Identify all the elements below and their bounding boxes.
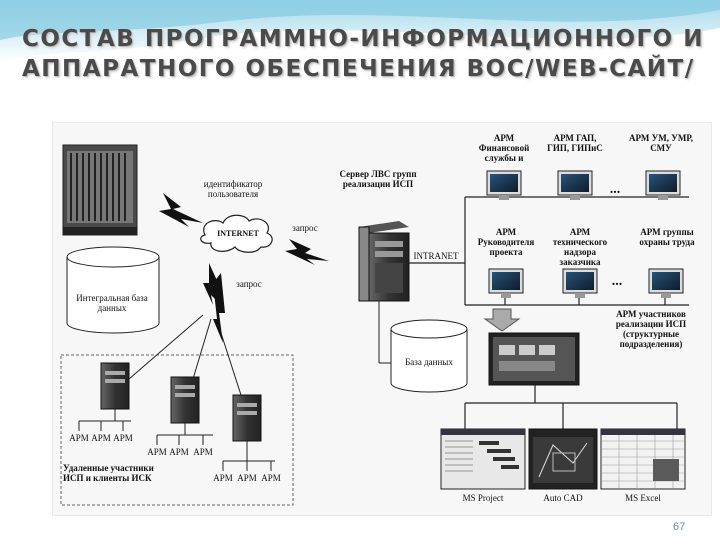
remote-participants-label: Удаленные участники ИСП и клиенты ИСК [63,463,154,483]
arm-remote-label: АРМ [91,433,111,443]
ellipsis-mid: ... [611,274,623,289]
ms-excel-label: MS Excel [625,493,661,503]
arm-gap-label: АРМ ГАП, ГИП, ГИПиС [547,133,603,153]
arm-remote-label: АРМ [237,473,257,483]
database-icon [390,319,468,393]
ms-project-label: MS Project [462,493,504,503]
monitor-icon [557,170,593,200]
page-number: 67 [673,521,686,533]
monitor-icon [488,268,524,298]
request-bottom-label: запрос [236,279,262,289]
architecture-diagram: идентификатор пользователя INTERNET запр… [52,122,712,516]
arm-remote-label: АРМ [169,447,189,457]
diagram-graphics [60,144,689,506]
internet-cloud-icon [200,214,273,253]
arm-finance-label: АРМ Финансовой службы и [478,133,530,163]
autocad-label: Auto CAD [543,493,583,503]
ms-excel-screenshot [600,428,686,490]
intranet-label: INTRANET [413,251,459,261]
slide-title-line-1: СОСТАВ ПРОГРАММНО-ИНФОРМАЦИОННОГО И [22,26,704,52]
autocad-screenshot [528,428,598,490]
ms-project-screenshot [440,428,526,490]
user-id-label: идентификатор пользователя [203,179,263,199]
request-top-label: запрос [292,223,318,233]
monitor-icon [648,268,684,298]
application-window [488,332,580,386]
internet-label: INTERNET [217,229,259,238]
remote-server-icon [170,376,200,424]
arm-remote-label: АРМ [69,433,89,443]
monitor-icon [486,170,522,200]
slide-title: СОСТАВ ПРОГРАММНО-ИНФОРМАЦИОННОГО И АППА… [22,24,704,84]
arm-remote-label: АРМ [147,447,167,457]
lan-server-icon [358,221,410,302]
arm-safety-label: АРМ группы охраны труда [639,227,695,247]
remote-server-icon [100,362,130,410]
remote-participants-area [60,354,294,506]
arm-participants-label: АРМ участников реализации ИСП (структурн… [615,309,687,349]
monitor-icon [645,170,681,200]
arm-remote-label: АРМ [213,473,233,483]
arm-manager-label: АРМ Руководителя проекта [477,227,535,257]
network-link-lines [213,273,225,343]
integral-db-label: Интегральная база данных [76,293,148,313]
header-wave [0,0,720,62]
remote-server-icon [232,394,262,442]
arm-remote-label: АРМ [193,447,213,457]
ellipsis-top: ... [609,182,621,197]
rack-server [62,144,138,236]
arm-um-label: АРМ УМ, УМР, СМУ [629,133,693,153]
integral-database-icon [66,246,160,334]
slide-title-line-2: АППАРАТНОГО ОБЕСПЕЧЕНИЯ ВОС/WEB-САЙТ/ [22,56,695,82]
remote-links [78,314,275,471]
database-label: База данных [405,357,453,367]
arm-supervision-label: АРМ технического надзора заказчика [552,227,608,267]
server-label: Сервер ЛВС групп реализации ИСП [339,169,417,189]
monitor-icon [562,268,598,298]
arm-remote-label: АРМ [113,433,133,443]
application-bus [464,385,678,429]
down-arrow-icon [483,308,521,332]
arm-remote-label: АРМ [261,473,281,483]
